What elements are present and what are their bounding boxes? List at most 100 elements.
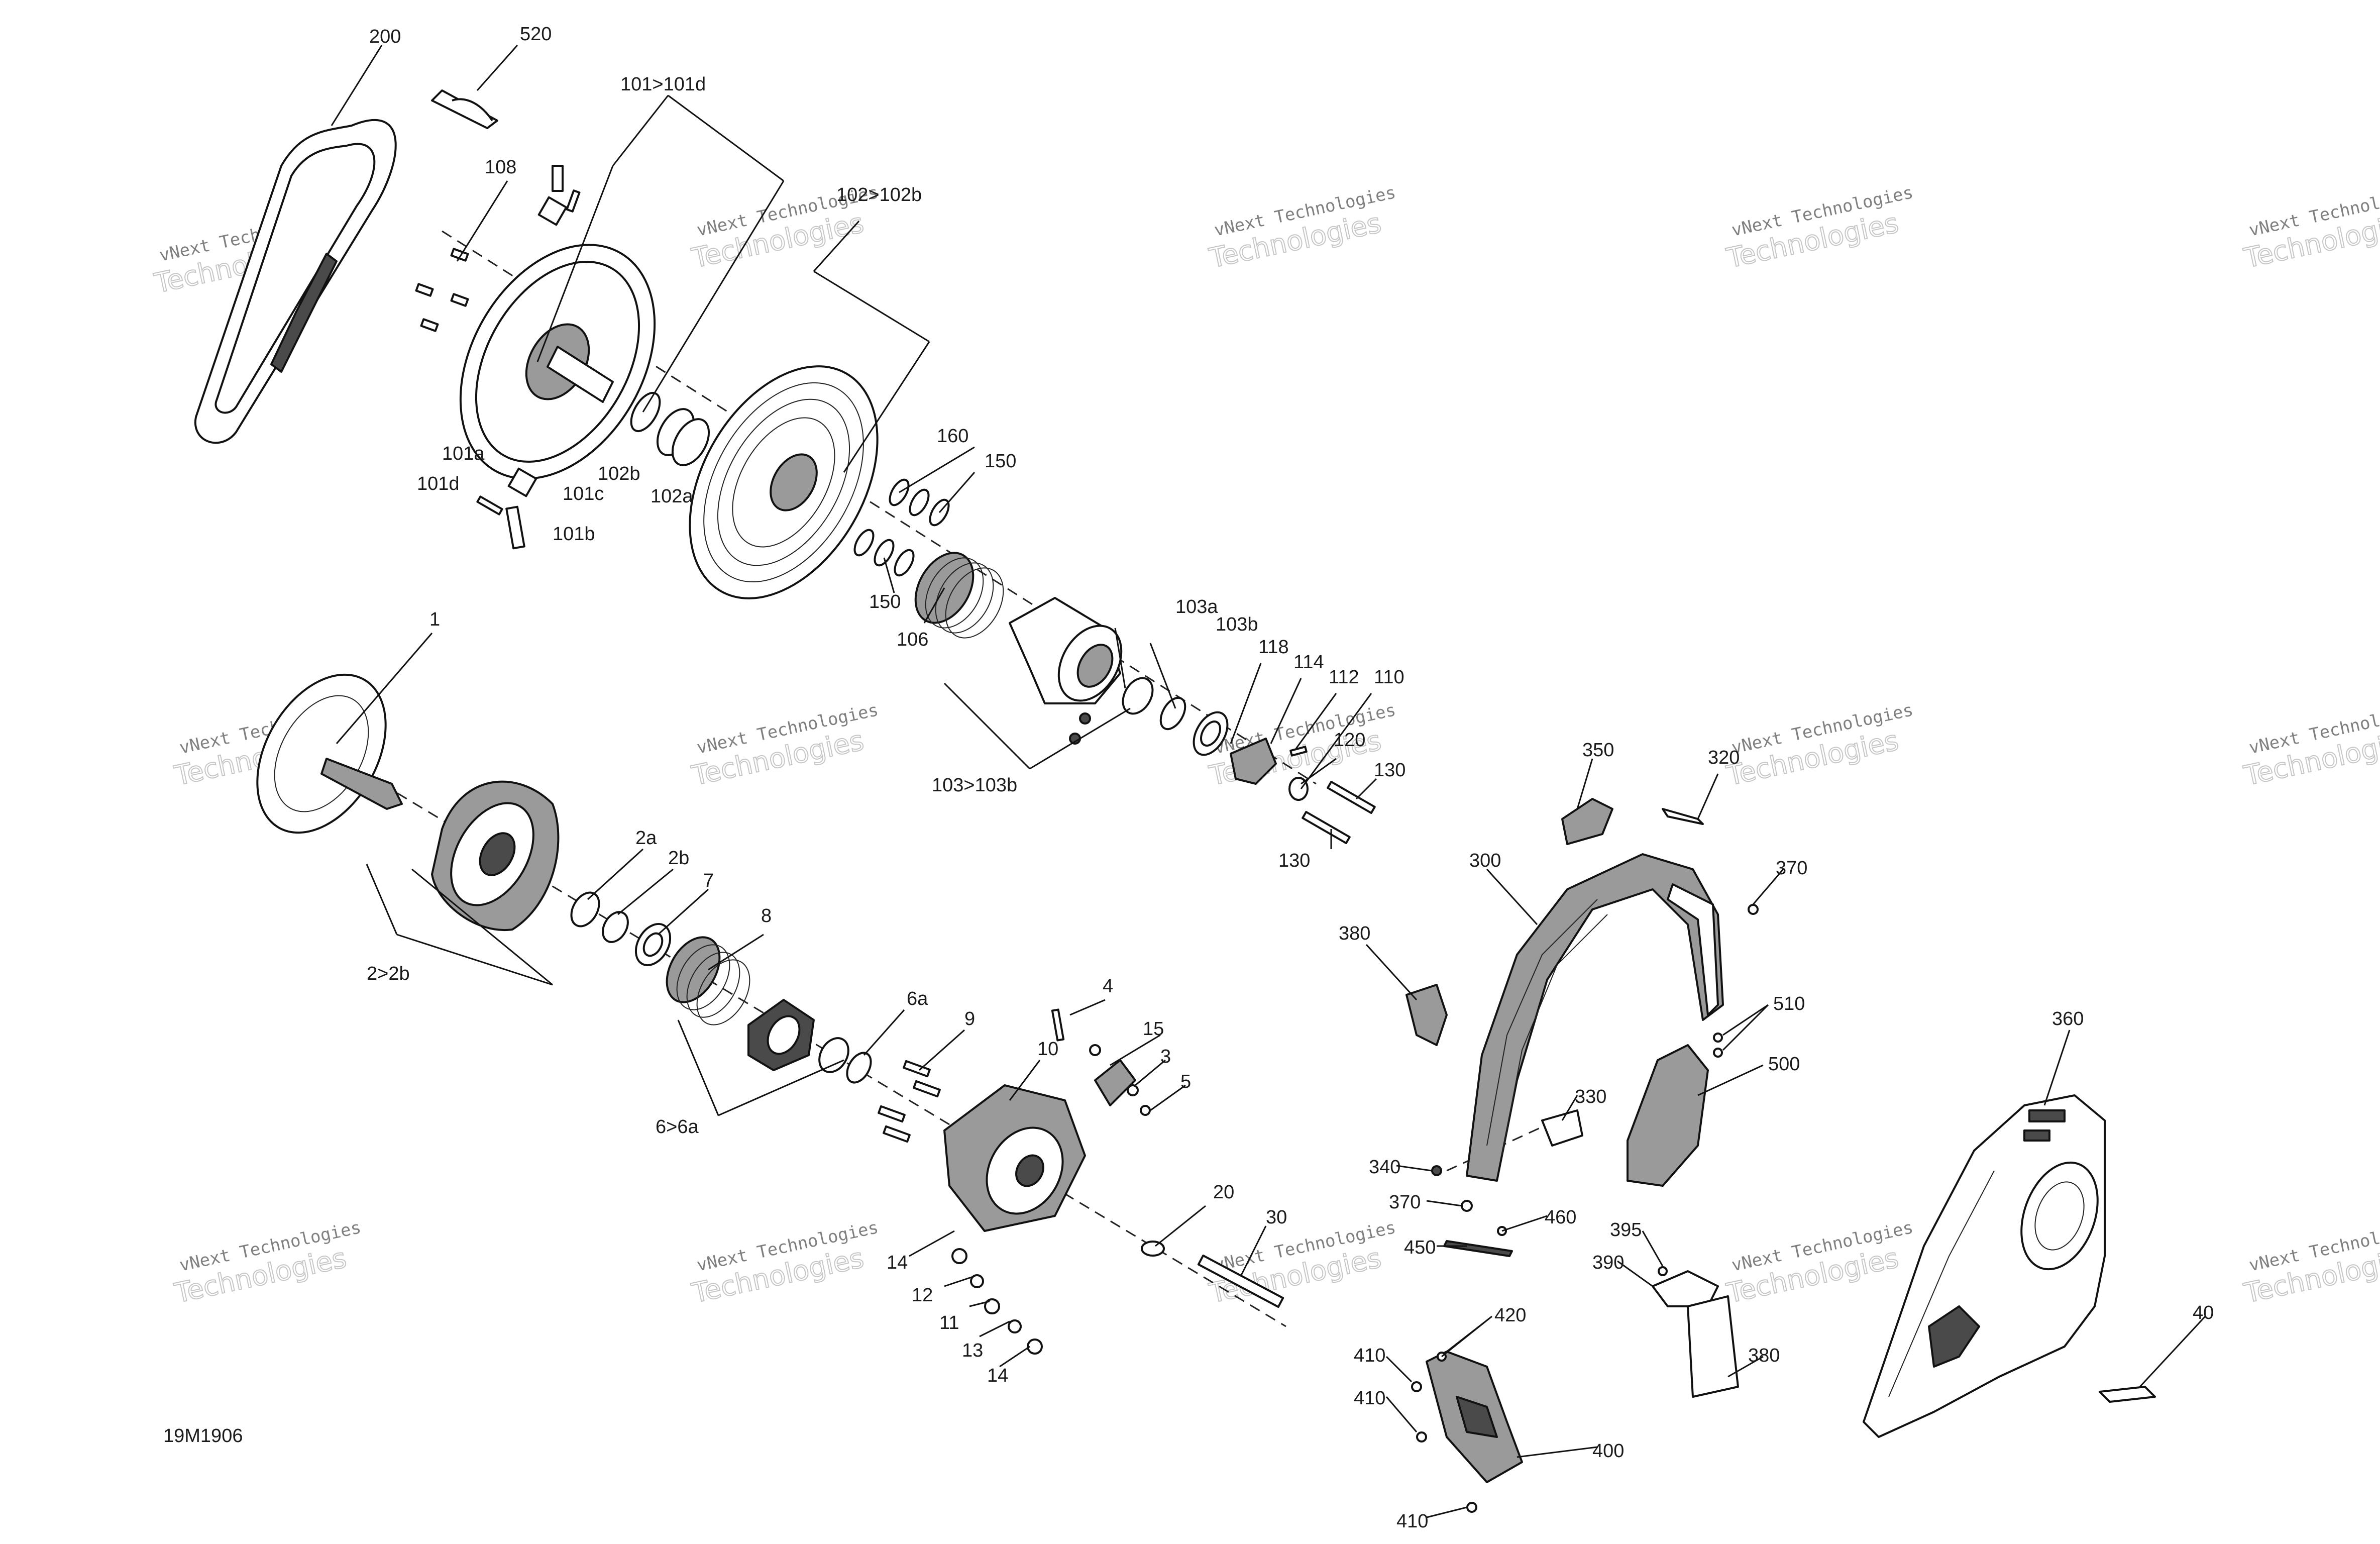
callout-label: 120 bbox=[1334, 730, 1365, 751]
cam-hardware bbox=[1122, 677, 1229, 756]
callout-label: 106 bbox=[897, 629, 928, 650]
callout-label: 13 bbox=[962, 1340, 983, 1361]
callout-label: 300 bbox=[1469, 850, 1501, 871]
callout-label: 420 bbox=[1494, 1305, 1526, 1326]
callout-label: 380 bbox=[1748, 1345, 1780, 1366]
callout-label: 118 bbox=[1258, 637, 1289, 658]
callout-label: 102b bbox=[598, 463, 640, 484]
callout-label: 6a bbox=[907, 988, 928, 1009]
drive-hardware bbox=[878, 1008, 1284, 1355]
callout-label: 101a bbox=[442, 443, 485, 464]
guard-support-500 bbox=[1627, 1044, 1709, 1187]
watermark: vNext Technologies Technologies bbox=[1723, 1217, 1915, 1310]
callout-label: 160 bbox=[937, 426, 968, 447]
guard-support-300 bbox=[1466, 853, 1724, 1182]
guard-decal-40 bbox=[2099, 1386, 2156, 1403]
spring-clip bbox=[431, 89, 498, 129]
callout-label: 2a bbox=[635, 828, 657, 849]
watermark: vNext Technologies Technologies bbox=[689, 700, 881, 792]
callout-label: 11 bbox=[939, 1312, 959, 1333]
watermark: vNext Technologies Technologies bbox=[2241, 700, 2380, 792]
callout-label: 340 bbox=[1369, 1157, 1400, 1178]
callout-label: 500 bbox=[1768, 1054, 1800, 1075]
callout-label: 40 bbox=[2193, 1302, 2214, 1323]
callout-label: 112 bbox=[1329, 667, 1359, 688]
guard-hardware bbox=[1431, 904, 1759, 1257]
callout-label: 150 bbox=[985, 451, 1016, 472]
callout-label: 30 bbox=[1266, 1207, 1287, 1228]
adjuster-hardware bbox=[1230, 738, 1376, 845]
guard-decal-320 bbox=[1662, 808, 1704, 825]
watermark: vNext Technologies Technologies bbox=[689, 1217, 881, 1310]
callout-label: 12 bbox=[912, 1285, 933, 1306]
drive-movable-sheave bbox=[431, 780, 560, 932]
callout-label: 450 bbox=[1404, 1237, 1436, 1258]
callout-label: 320 bbox=[1708, 747, 1740, 768]
callout-label: 4 bbox=[1103, 976, 1113, 997]
callout-label: 410 bbox=[1354, 1388, 1385, 1409]
guard-bracket-330 bbox=[1541, 1109, 1583, 1147]
callout-label: 2b bbox=[668, 848, 689, 869]
callout-label: 110 bbox=[1374, 667, 1404, 688]
watermark: vNext Technologies Technologies bbox=[1206, 182, 1398, 275]
callout-label: 101b bbox=[553, 524, 595, 545]
callout-label: 101>101d bbox=[620, 74, 706, 95]
callout-label: 200 bbox=[369, 26, 401, 47]
spider-assembly bbox=[747, 999, 872, 1084]
watermark: vNext Technologies Technologies bbox=[2241, 182, 2380, 275]
callout-label: 130 bbox=[1278, 850, 1310, 871]
callout-label: 460 bbox=[1545, 1207, 1576, 1228]
guard-plate-390 bbox=[1652, 1266, 1719, 1307]
drawing-code: 19M1906 bbox=[163, 1425, 243, 1447]
callout-label: 400 bbox=[1592, 1440, 1624, 1462]
callout-label: 380 bbox=[1339, 923, 1370, 944]
callout-label: 101c bbox=[563, 483, 604, 504]
callout-label: 350 bbox=[1582, 740, 1614, 761]
watermark: vNext Technologies Technologies bbox=[2241, 1217, 2380, 1310]
drive-belt bbox=[194, 119, 397, 444]
sheave-bushings bbox=[630, 392, 710, 466]
drive-fixed-sheave bbox=[256, 673, 403, 834]
callout-label: 14 bbox=[887, 1252, 908, 1273]
drive-spring bbox=[666, 936, 750, 1025]
guard-bracket-350 bbox=[1561, 798, 1613, 845]
callout-label: 7 bbox=[703, 870, 714, 891]
callout-label: 9 bbox=[964, 1008, 975, 1030]
callout-label: 10 bbox=[1037, 1039, 1058, 1060]
callout-label: 370 bbox=[1389, 1192, 1421, 1213]
callout-label: 108 bbox=[485, 157, 516, 178]
callout-label: 370 bbox=[1776, 858, 1807, 879]
guard-flap-380 bbox=[1687, 1295, 1739, 1398]
callout-label: 1 bbox=[429, 609, 440, 630]
callout-label: 6>6a bbox=[656, 1116, 699, 1138]
callout-label: 3 bbox=[1160, 1046, 1171, 1067]
belt-guard bbox=[1863, 1094, 2106, 1438]
callout-label: 510 bbox=[1773, 993, 1805, 1014]
callout-label: 101d bbox=[417, 473, 460, 494]
callout-label: 8 bbox=[761, 905, 772, 927]
callout-label: 102>102b bbox=[836, 184, 922, 205]
watermark: vNext Technologies Technologies bbox=[1206, 1217, 1398, 1310]
callout-label: 410 bbox=[1354, 1345, 1385, 1366]
callout-label: 390 bbox=[1592, 1252, 1624, 1273]
callout-label: 330 bbox=[1575, 1086, 1606, 1107]
callout-labels: 200 520 101>101d 108 102>102b 160 150 15… bbox=[367, 24, 2214, 1532]
callout-label: 103>103b bbox=[932, 775, 1017, 796]
callout-label: 103b bbox=[1216, 614, 1258, 635]
callout-label: 410 bbox=[1396, 1511, 1428, 1532]
watermark: vNext Technologies Technologies bbox=[1723, 182, 1915, 275]
callout-label: 103a bbox=[1175, 596, 1218, 617]
watermark: vNext Technologies Technologies bbox=[171, 1217, 363, 1310]
callout-label: 395 bbox=[1610, 1219, 1642, 1241]
cam-assembly bbox=[1009, 597, 1123, 745]
guard-bracket-400 bbox=[1411, 1351, 1523, 1513]
leader-lines bbox=[331, 45, 2206, 1518]
callout-label: 114 bbox=[1293, 652, 1324, 673]
callout-label: 2>2b bbox=[367, 963, 410, 984]
movable-sheave bbox=[689, 365, 879, 599]
drive-bushings bbox=[570, 891, 672, 966]
watermark: vNext Technologies Technologies bbox=[1723, 700, 1915, 792]
callout-label: 14 bbox=[987, 1365, 1008, 1386]
